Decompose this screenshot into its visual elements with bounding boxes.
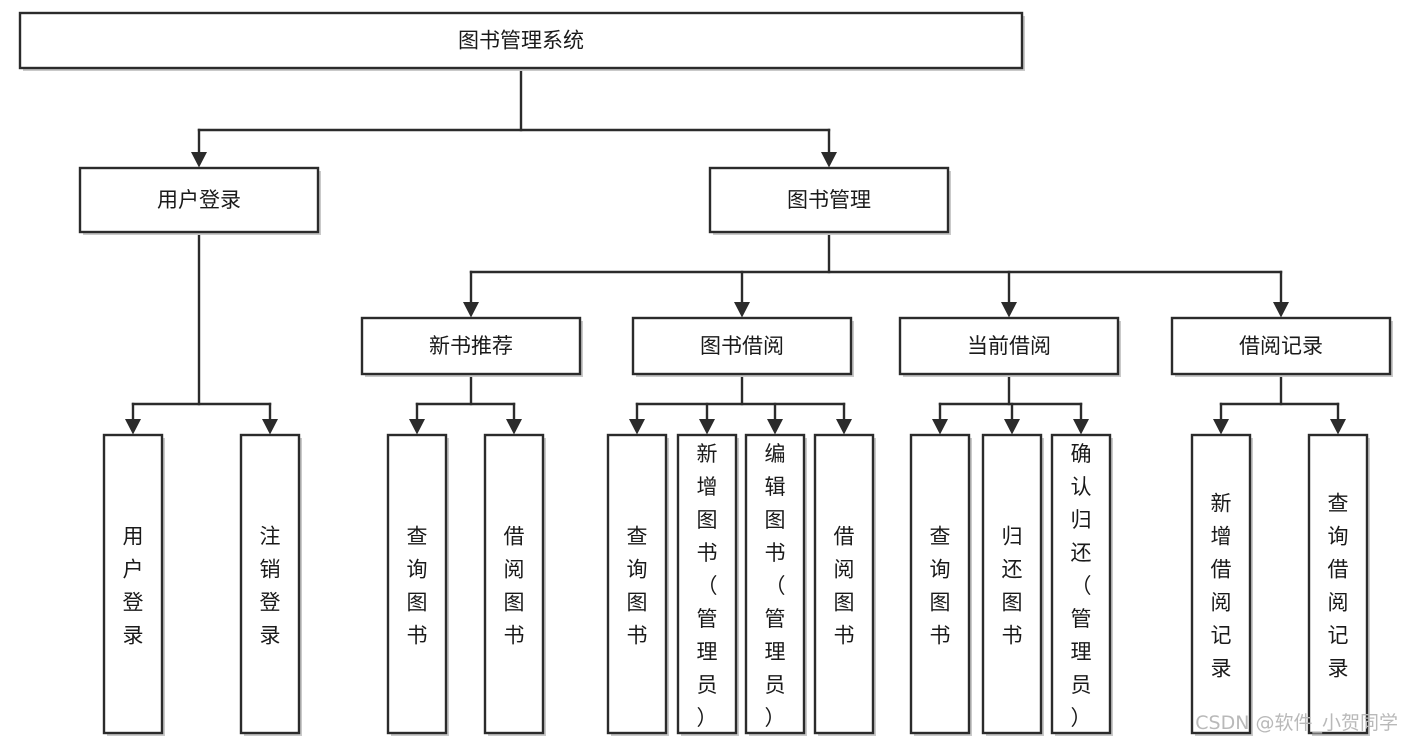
connector-layer — [125, 66, 1346, 435]
node-box[interactable] — [708, 166, 950, 234]
node-l-add-record[interactable]: 新增借阅记录 — [1190, 433, 1253, 736]
node-l-query-book-3[interactable]: 查询图书 — [909, 433, 972, 736]
node-l-return-book[interactable]: 归还图书 — [981, 433, 1044, 736]
node-box[interactable] — [813, 433, 875, 735]
node-box[interactable] — [981, 433, 1043, 735]
node-label: 确认归还（管理员） — [1071, 442, 1092, 730]
node-l-logout[interactable]: 注销登录 — [239, 433, 302, 736]
node-box[interactable] — [360, 316, 582, 376]
node-label: 注销登录 — [260, 525, 281, 648]
node-l-edit-book[interactable]: 编辑图书（管理员） — [744, 433, 807, 736]
node-box[interactable] — [102, 433, 164, 735]
node-box[interactable] — [483, 433, 545, 735]
node-layer: 图书管理系统用户登录图书管理新书推荐图书借阅当前借阅借阅记录用户登录注销登录查询… — [18, 11, 1393, 736]
node-box[interactable] — [631, 316, 853, 376]
node-box[interactable] — [606, 433, 668, 735]
node-box[interactable] — [1050, 433, 1112, 735]
node-label: 新增借阅记录 — [1211, 492, 1232, 681]
node-label: 归还图书 — [1002, 525, 1023, 648]
node-l-query-book-1[interactable]: 查询图书 — [386, 433, 449, 736]
node-n-current-borrow[interactable]: 当前借阅 — [898, 316, 1121, 377]
node-root[interactable]: 图书管理系统 — [18, 11, 1025, 71]
node-l-query-book-2[interactable]: 查询图书 — [606, 433, 669, 736]
node-label: 图书管理 — [787, 188, 871, 212]
node-label: 借阅图书 — [834, 525, 855, 648]
node-n-book-borrow[interactable]: 图书借阅 — [631, 316, 854, 377]
node-label: 新书推荐 — [429, 334, 513, 358]
connector-group-n-book-borrow — [629, 372, 852, 435]
node-box[interactable] — [1170, 316, 1392, 376]
node-l-confirm-return[interactable]: 确认归还（管理员） — [1050, 433, 1113, 736]
node-box[interactable] — [744, 433, 806, 735]
node-n-user-login[interactable]: 用户登录 — [78, 166, 321, 235]
node-label: 编辑图书（管理员） — [765, 442, 786, 730]
node-box[interactable] — [386, 433, 448, 735]
node-n-book-mgmt[interactable]: 图书管理 — [708, 166, 951, 235]
connector-group-n-new-book-rec — [409, 372, 522, 435]
connector-group-root — [191, 66, 837, 168]
node-label: 查询图书 — [627, 525, 648, 648]
node-box[interactable] — [898, 316, 1120, 376]
node-label: 图书借阅 — [700, 334, 784, 358]
watermark-label: CSDN @软件_小贺同学 — [1195, 712, 1398, 734]
connector-group-n-borrow-record — [1213, 372, 1346, 435]
node-label: 当前借阅 — [967, 334, 1051, 358]
node-box[interactable] — [239, 433, 301, 735]
node-label: 借阅图书 — [504, 525, 525, 648]
node-l-user-login[interactable]: 用户登录 — [102, 433, 165, 736]
node-l-query-record[interactable]: 查询借阅记录 — [1307, 433, 1370, 736]
node-box[interactable] — [909, 433, 971, 735]
node-box[interactable] — [1190, 433, 1252, 735]
node-l-borrow-book-1[interactable]: 借阅图书 — [483, 433, 546, 736]
node-label: 图书管理系统 — [458, 29, 584, 53]
connector-group-n-book-mgmt — [463, 230, 1289, 318]
node-l-borrow-book-2[interactable]: 借阅图书 — [813, 433, 876, 736]
node-n-new-book-rec[interactable]: 新书推荐 — [360, 316, 583, 377]
node-n-borrow-record[interactable]: 借阅记录 — [1170, 316, 1393, 377]
node-label: 查询图书 — [407, 525, 428, 648]
connector-group-n-user-login — [125, 230, 278, 435]
node-box[interactable] — [18, 11, 1024, 70]
connector-group-n-current-borrow — [932, 372, 1089, 435]
node-label: 用户登录 — [157, 188, 241, 212]
node-box[interactable] — [676, 433, 738, 735]
node-label: 查询图书 — [930, 525, 951, 648]
node-l-add-book[interactable]: 新增图书（管理员） — [676, 433, 739, 736]
node-label: 用户登录 — [123, 525, 144, 648]
node-label: 查询借阅记录 — [1328, 492, 1349, 681]
node-label: 新增图书（管理员） — [697, 442, 718, 730]
node-box[interactable] — [78, 166, 320, 234]
node-label: 借阅记录 — [1239, 334, 1323, 358]
node-box[interactable] — [1307, 433, 1369, 735]
